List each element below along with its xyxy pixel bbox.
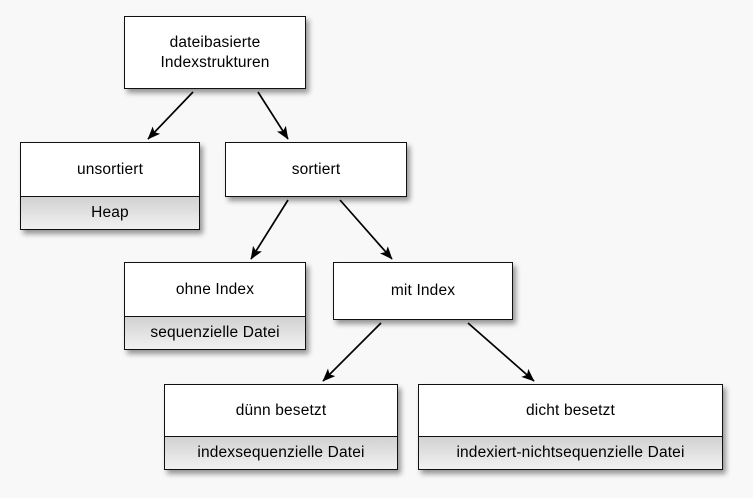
- node-title: dateibasierte Indexstrukturen: [125, 17, 305, 88]
- node-title: dünn besetzt: [165, 385, 397, 436]
- node-title: ohne Index: [125, 263, 305, 316]
- node-subtitle-heap: Heap: [21, 196, 199, 229]
- edge-sortiert-mit-index: [339, 199, 393, 260]
- node-dicht-besetzt[interactable]: dicht besetzt indexiert-nichtsequenziell…: [418, 384, 723, 470]
- node-title: mit Index: [334, 263, 512, 319]
- node-duenn-besetzt[interactable]: dünn besetzt indexsequenzielle Datei: [164, 384, 398, 470]
- node-dateibasierte-indexstrukturen[interactable]: dateibasierte Indexstrukturen: [124, 16, 306, 89]
- node-mit-index[interactable]: mit Index: [333, 262, 513, 320]
- node-subtitle-sequenzielle-datei: sequenzielle Datei: [125, 316, 305, 349]
- node-unsortiert[interactable]: unsortiert Heap: [20, 142, 200, 230]
- node-title: unsortiert: [21, 143, 199, 196]
- node-ohne-index[interactable]: ohne Index sequenzielle Datei: [124, 262, 306, 350]
- node-sortiert[interactable]: sortiert: [225, 142, 407, 197]
- edge-mit-index-duenn: [322, 322, 382, 382]
- node-subtitle-indexsequenzielle-datei: indexsequenzielle Datei: [165, 436, 397, 469]
- edge-root-sortiert: [257, 91, 289, 140]
- edge-sortiert-ohne-index: [250, 199, 289, 260]
- edge-mit-index-dicht: [467, 322, 535, 382]
- node-title: sortiert: [226, 143, 406, 196]
- node-title: dicht besetzt: [419, 385, 722, 436]
- edge-root-unsortiert: [147, 91, 194, 140]
- node-subtitle-indexiert-nichtsequenzielle-datei: indexiert-nichtsequenzielle Datei: [419, 436, 722, 469]
